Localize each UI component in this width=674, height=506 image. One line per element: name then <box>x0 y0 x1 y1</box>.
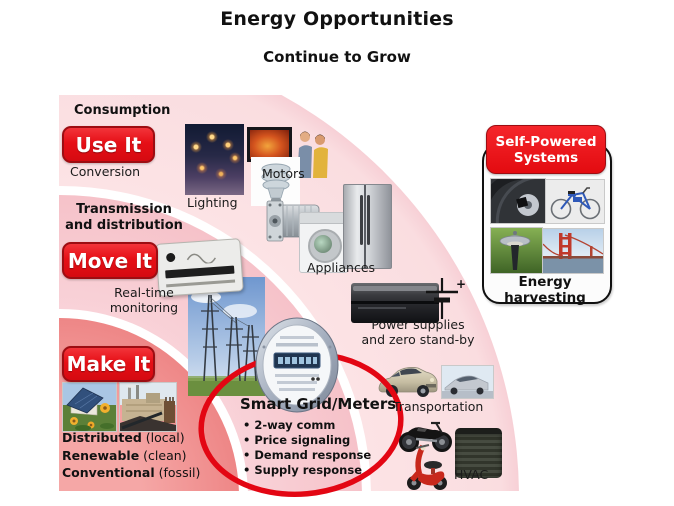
solar-garden-light-photo <box>490 227 543 274</box>
page-title: Energy Opportunities <box>220 8 454 30</box>
svg-text:+: + <box>456 277 465 291</box>
generation-type-conventional: Conventional (fossil) <box>62 465 201 480</box>
hvac-label: HVAC <box>454 467 489 482</box>
electric-bicycle-photo <box>545 179 605 224</box>
power-supplies-label: Power supplies and zero stand-by <box>361 317 475 347</box>
conversion-label: Conversion <box>70 164 141 179</box>
make-it-button: Make It <box>62 346 155 382</box>
smart-grid-bullets: •2-way comm •Price signaling •Demand res… <box>243 418 371 478</box>
transmission-header: Transmission and distribution <box>65 202 183 233</box>
bullet-2way-comm: •2-way comm <box>243 418 336 432</box>
bullet-supply-response: •Supply response <box>243 463 363 477</box>
e-meter-device-photo <box>155 238 244 297</box>
lighting-label: Lighting <box>187 195 238 210</box>
motors-label: Motors <box>262 166 305 181</box>
move-it-button: Move It <box>62 242 158 279</box>
hvac-unit-photo <box>455 428 502 478</box>
street-lights-photo <box>185 124 244 195</box>
self-powered-systems-header: Self-Powered Systems <box>486 125 606 174</box>
tv-photo <box>247 127 292 162</box>
refrigerator-photo <box>343 184 392 269</box>
consumption-header: Consumption <box>74 103 171 118</box>
cfl-bulb-photo <box>251 157 300 206</box>
bullet-demand-response: •Demand response <box>243 448 372 462</box>
power-supply-photo <box>351 283 439 323</box>
washing-machine-photo <box>299 212 348 273</box>
concept-car-photo <box>441 365 494 399</box>
transmission-towers-photo <box>188 277 265 396</box>
battery-symbol-icon: + <box>426 277 465 319</box>
bullet-price-signaling: •Price signaling <box>243 433 351 447</box>
energy-harvesting-label: Energy harvesting <box>504 274 586 306</box>
sedan-car-photo <box>378 367 438 397</box>
realtime-monitoring-label: Real-time monitoring <box>109 285 179 315</box>
power-plant-photo <box>119 382 177 432</box>
page-subtitle: Continue to Grow <box>263 48 411 66</box>
tire-sensor-photo <box>490 178 546 224</box>
bridge-photo <box>542 228 604 274</box>
motorcycle-photo <box>399 421 452 452</box>
scooter-photo <box>407 444 447 490</box>
generation-types: Distributed (local) Renewable (clean) Co… <box>62 429 200 482</box>
appliances-label: Appliances <box>307 260 376 275</box>
transportation-label: Transportation <box>393 399 484 414</box>
generation-type-distributed: Distributed (local) <box>62 430 185 445</box>
solar-house-photo <box>62 382 117 432</box>
smart-grid-title: Smart Grid/Meters <box>240 395 397 413</box>
people-photo <box>297 131 328 178</box>
generation-type-renewable: Renewable (clean) <box>62 447 187 463</box>
use-it-button: Use It <box>62 126 155 163</box>
